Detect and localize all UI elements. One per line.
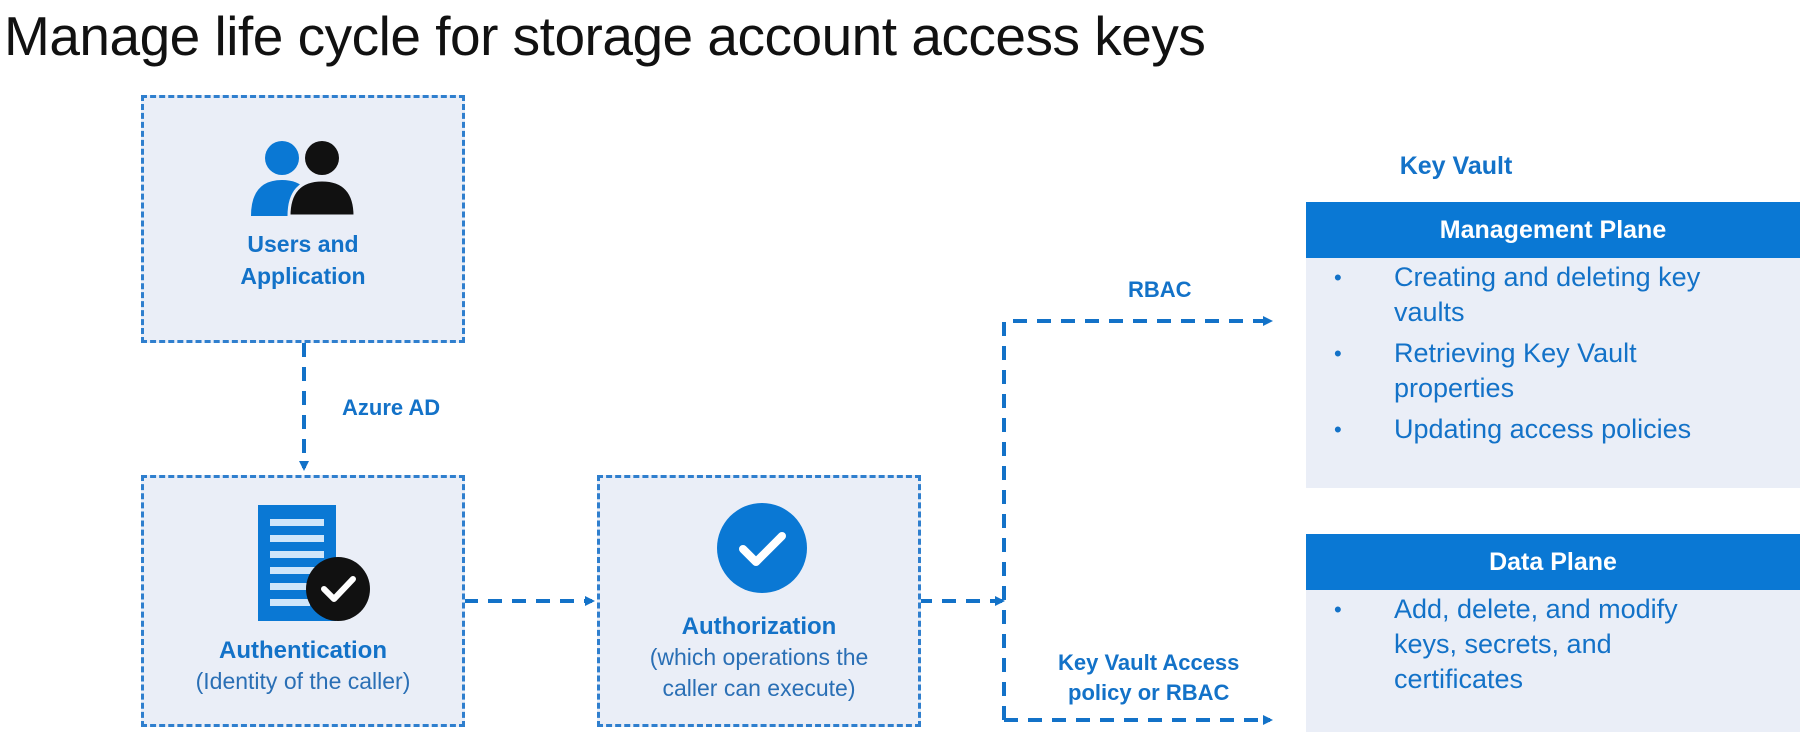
users-application-node: Users and Application [141, 95, 465, 343]
users-label-line2: Application [240, 263, 366, 289]
azure-ad-label: Azure AD [342, 395, 441, 420]
data-plane-header: Data Plane [1306, 534, 1800, 590]
management-item: Creating and deleting key vaults [1306, 260, 1800, 330]
authorization-sub1: (which operations the [649, 644, 869, 670]
key-vault-title: Key Vault [1399, 152, 1513, 180]
data-plane-body: Add, delete, and modify keys, secrets, a… [1306, 590, 1800, 732]
authorization-node: Authorization (which operations the call… [597, 475, 921, 727]
document-check-icon [258, 505, 370, 621]
authentication-node: Authentication (Identity of the caller) [141, 475, 465, 727]
kv-access-line1: Key Vault Access [1058, 650, 1240, 675]
data-item: Add, delete, and modify keys, secrets, a… [1306, 592, 1800, 697]
check-circle-icon [717, 503, 807, 593]
authorization-sub2: caller can execute) [662, 675, 856, 701]
rbac-label: RBAC [1128, 277, 1192, 302]
management-item: Retrieving Key Vault properties [1306, 336, 1800, 406]
edge-rbac [1002, 316, 1273, 720]
authentication-title: Authentication [219, 637, 387, 664]
kv-access-label: Key Vault Access policy or RBAC [1058, 648, 1239, 708]
kv-access-line2: policy or RBAC [1068, 680, 1230, 705]
users-icon [251, 141, 357, 218]
authentication-subtitle: (Identity of the caller) [195, 668, 411, 694]
management-plane-body: Creating and deleting key vaults Retriev… [1306, 258, 1800, 488]
users-label-line1: Users and [247, 231, 359, 257]
management-plane-header: Management Plane [1306, 202, 1800, 258]
page-title: Manage life cycle for storage account ac… [4, 5, 1206, 67]
authorization-title: Authorization [681, 613, 837, 640]
management-item: Updating access policies [1306, 412, 1800, 447]
